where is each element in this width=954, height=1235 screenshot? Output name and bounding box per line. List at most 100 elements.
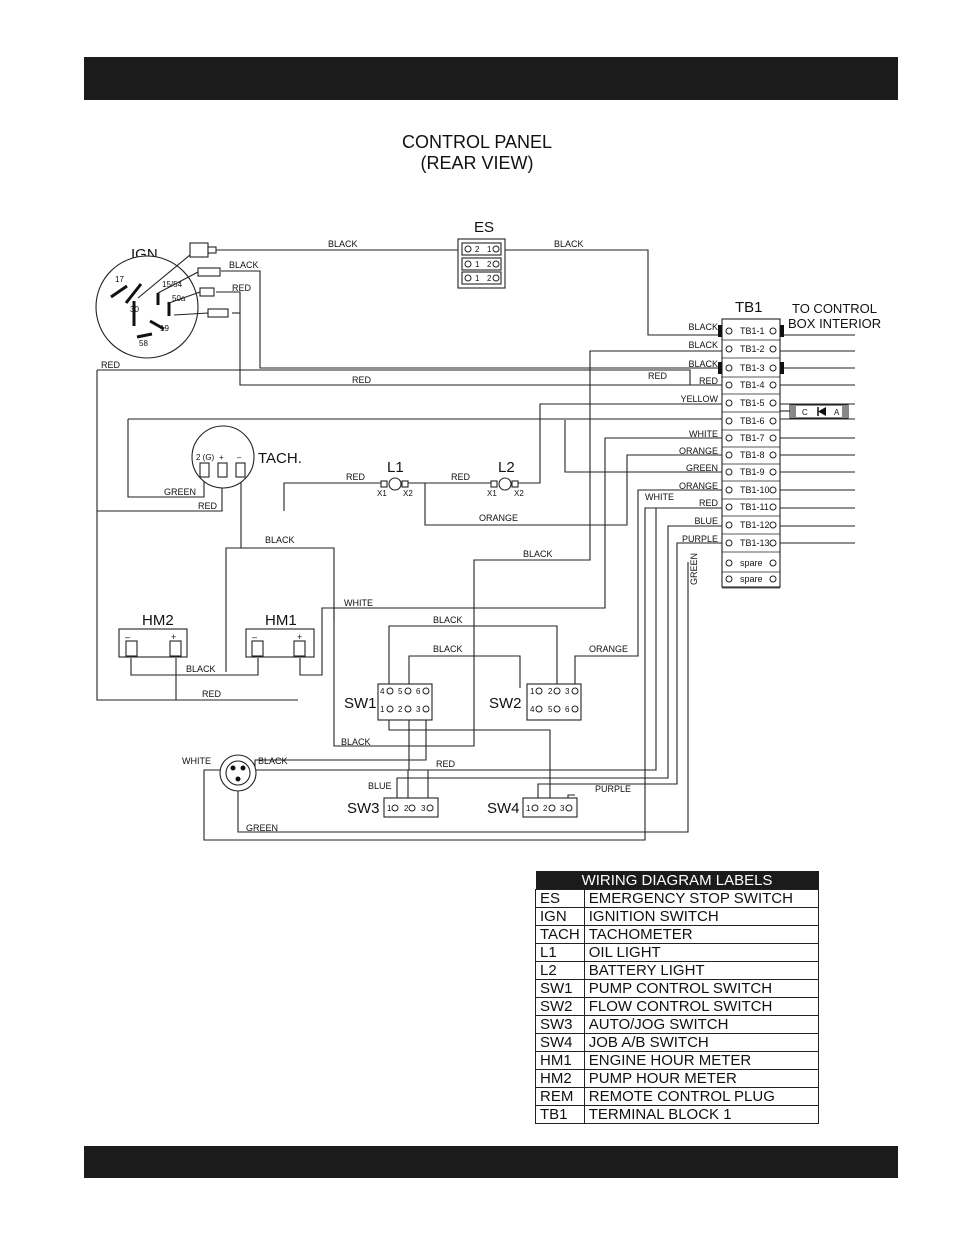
terminal-screw	[769, 539, 777, 547]
svg-text:+: +	[297, 632, 302, 642]
diode: C A	[780, 404, 849, 419]
terminal-screw	[769, 468, 777, 476]
terminal-screw	[725, 417, 733, 425]
terminal-marker	[718, 362, 722, 374]
terminal-screw	[769, 521, 777, 529]
legend-abbr: SW3	[535, 1015, 585, 1034]
terminal-row: spare	[722, 558, 780, 573]
svg-text:–: –	[252, 632, 257, 642]
svg-text:+: +	[219, 453, 224, 462]
terminal-screw	[769, 364, 777, 372]
terminal-screw	[725, 559, 733, 567]
terminal-label: TB1-10	[740, 485, 770, 495]
tachometer: TACH. 2 (G) + –	[191, 425, 302, 489]
svg-text:3: 3	[565, 687, 570, 696]
terminal-block: TB1 TO CONTROL BOX INTERIOR TB1-1BLACKTB…	[679, 299, 881, 589]
terminal-screw	[725, 539, 733, 547]
wire-label: RED	[352, 375, 372, 385]
wire-label: BLACK	[328, 239, 358, 249]
legend-abbr: HM1	[535, 1051, 585, 1070]
wire-labels: BLACK BLACK BLACK RED RED RED RED GREEN …	[101, 239, 699, 833]
header-bar	[84, 57, 898, 100]
svg-text:5: 5	[548, 705, 553, 714]
legend-header: WIRING DIAGRAM LABELS	[535, 871, 819, 890]
legend-abbr: SW2	[535, 997, 585, 1016]
wire-label: GREEN	[246, 823, 278, 833]
terminal-marker	[718, 325, 722, 337]
svg-text:–: –	[125, 632, 130, 642]
wire-label: BLACK	[229, 260, 259, 270]
legend-description: BATTERY LIGHT	[583, 961, 820, 980]
wire-label: BLUE	[368, 781, 392, 791]
terminal-wire-label: PURPLE	[682, 534, 718, 544]
svg-text:3: 3	[416, 705, 421, 714]
legend-description: PUMP CONTROL SWITCH	[583, 979, 820, 998]
ign-fuse	[197, 267, 221, 277]
legend-abbr: TB1	[535, 1105, 585, 1124]
svg-text:SW4: SW4	[487, 800, 520, 817]
svg-text:6: 6	[565, 705, 570, 714]
ign-connector	[189, 242, 209, 258]
legend-abbr: L2	[535, 961, 585, 980]
legend-abbr: SW4	[535, 1033, 585, 1052]
svg-text:1: 1	[380, 705, 385, 714]
svg-text:4: 4	[380, 687, 385, 696]
terminal-screw	[725, 575, 733, 583]
terminal-screw	[725, 381, 733, 389]
legend-abbr: ES	[535, 889, 585, 908]
terminal-wire-label: ORANGE	[679, 446, 718, 456]
terminal-label: spare	[740, 574, 763, 584]
svg-text:X1: X1	[487, 489, 497, 498]
terminal-wire-label: RED	[699, 498, 719, 508]
terminal-screw	[725, 345, 733, 353]
svg-text:TO CONTROL: TO CONTROL	[792, 301, 877, 316]
terminal-wire-label: ORANGE	[679, 481, 718, 491]
terminal-screw	[769, 417, 777, 425]
terminal-wire-label: BLUE	[694, 516, 718, 526]
legend-abbr: REM	[535, 1087, 585, 1106]
svg-text:+: +	[171, 632, 176, 642]
legend-abbr: IGN	[535, 907, 585, 926]
svg-text:6: 6	[416, 687, 421, 696]
battery-light: L2 X1 X2	[487, 459, 524, 498]
terminal-screw	[725, 327, 733, 335]
terminal-screw	[769, 381, 777, 389]
terminal-wire-label: BLACK	[688, 322, 718, 332]
terminal-marker	[780, 362, 784, 374]
terminal-screw	[725, 468, 733, 476]
svg-text:1: 1	[487, 245, 492, 254]
wire-label: WHITE	[645, 492, 674, 502]
legend-abbr: SW1	[535, 979, 585, 998]
terminal-label: TB1-8	[740, 450, 765, 460]
svg-text:1: 1	[475, 274, 480, 283]
wire-label: BLACK	[554, 239, 584, 249]
svg-text:X2: X2	[403, 489, 413, 498]
svg-text:50a: 50a	[172, 294, 186, 303]
legend-description: EMERGENCY STOP SWITCH	[583, 889, 820, 908]
terminal-screw	[769, 399, 777, 407]
wire-label: PURPLE	[595, 784, 631, 794]
svg-text:3: 3	[560, 804, 565, 813]
svg-text:SW1: SW1	[344, 695, 377, 712]
svg-text:2: 2	[543, 804, 548, 813]
terminal-wire-label: RED	[699, 376, 719, 386]
legend-description: JOB A/B SWITCH	[583, 1033, 820, 1052]
wire-label: GREEN	[689, 553, 699, 585]
terminal-label: TB1-5	[740, 398, 765, 408]
terminal-label: spare	[740, 558, 763, 568]
wire-label: RED	[451, 472, 471, 482]
svg-text:1: 1	[475, 260, 480, 269]
wire-label: ORANGE	[589, 644, 628, 654]
ignition-switch: IGN. 17 30 15/54 50a 19 58	[95, 242, 229, 359]
footer-bar	[84, 1146, 898, 1178]
terminal-row: TB1-10 ORANGE	[679, 481, 780, 500]
legend-description: REMOTE CONTROL PLUG	[583, 1087, 820, 1106]
